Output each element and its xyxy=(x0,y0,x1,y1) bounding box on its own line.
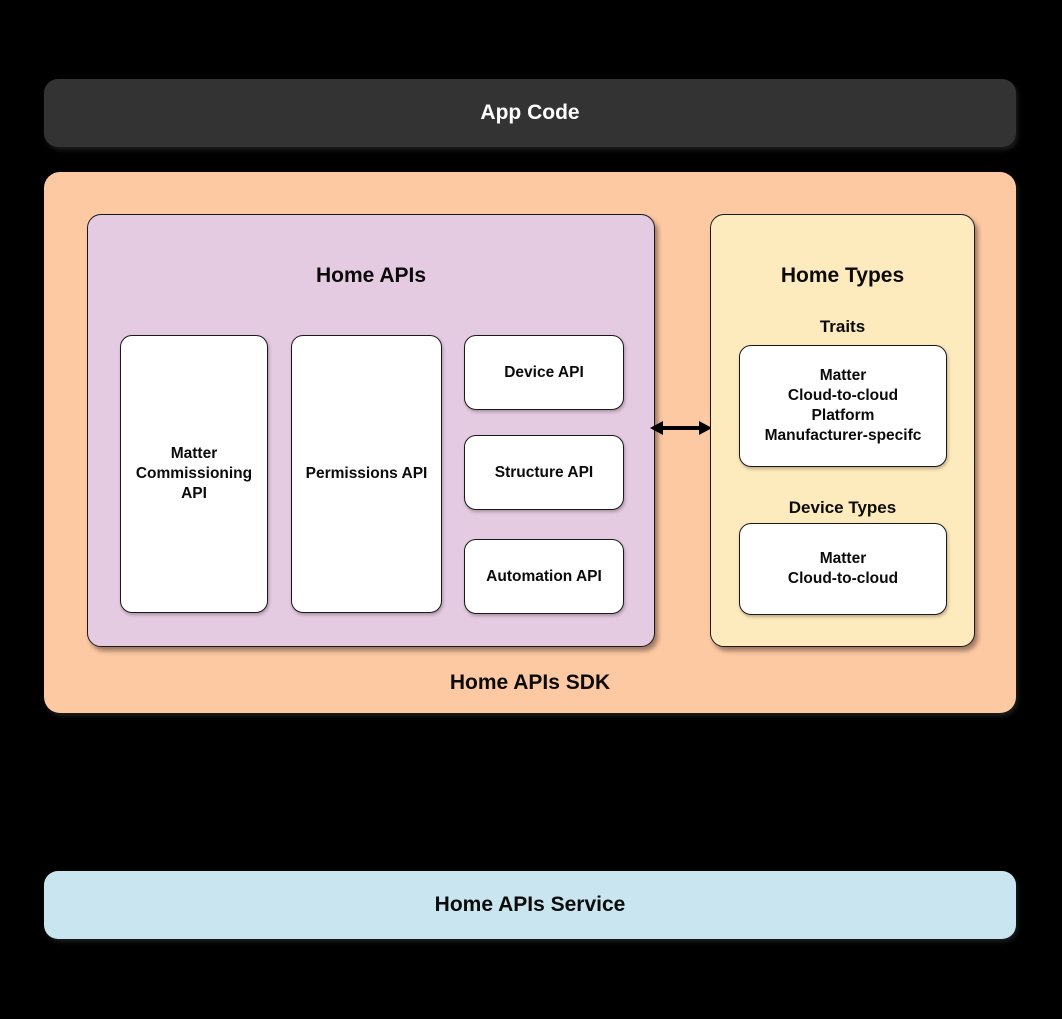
app-code-label: App Code xyxy=(480,101,580,124)
home-apis-title: Home APIs xyxy=(315,264,427,287)
traits-box: Matter Cloud-to-cloud Platform Manufactu… xyxy=(739,345,947,467)
device-types-box: Matter Cloud-to-cloud xyxy=(739,523,947,615)
automation-api-box: Automation API xyxy=(464,539,624,614)
home-apis-sdk-label: Home APIs SDK xyxy=(449,671,611,694)
home-apis-service-block: Home APIs Service xyxy=(44,871,1016,939)
home-types-title: Home Types xyxy=(780,264,905,287)
device-api-box: Device API xyxy=(464,335,624,410)
permissions-api-box: Permissions API xyxy=(291,335,442,613)
traits-heading: Traits xyxy=(819,317,866,336)
home-apis-sdk-block: Home APIs Matter Commissioning API Permi… xyxy=(44,172,1016,713)
device-types-heading: Device Types xyxy=(788,498,897,517)
structure-api-box: Structure API xyxy=(464,435,624,510)
home-apis-service-label: Home APIs Service xyxy=(434,893,626,916)
home-types-panel: Home Types Traits Matter Cloud-to-cloud … xyxy=(710,214,975,647)
app-code-block: App Code xyxy=(44,79,1016,147)
left-right-arrow-icon xyxy=(650,418,712,438)
home-apis-panel: Home APIs Matter Commissioning API Permi… xyxy=(87,214,655,647)
matter-commissioning-api-box: Matter Commissioning API xyxy=(120,335,268,613)
